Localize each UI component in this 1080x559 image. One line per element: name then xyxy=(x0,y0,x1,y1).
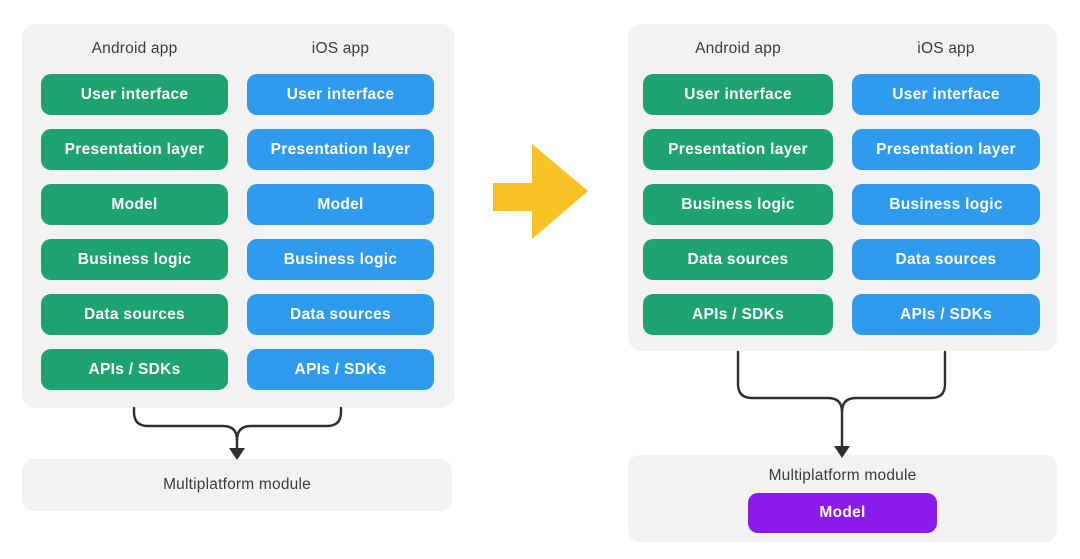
layer-chip: Data sources xyxy=(643,239,833,280)
after-multiplatform-module-label: Multiplatform module xyxy=(768,467,917,484)
before-multiplatform-module-box: Multiplatform module xyxy=(22,459,452,511)
before-merge-arrow-icon xyxy=(132,406,343,460)
layer-chip: User interface xyxy=(41,74,228,115)
layer-chip: Business logic xyxy=(852,184,1040,225)
before-android-column: Android app User interface Presentation … xyxy=(41,24,228,404)
after-android-column-title: Android app xyxy=(695,40,781,57)
after-ios-column-title: iOS app xyxy=(917,40,975,57)
layer-chip: Model xyxy=(247,184,434,225)
before-ios-column: iOS app User interface Presentation laye… xyxy=(247,24,434,404)
layer-chip: APIs / SDKs xyxy=(41,349,228,390)
layer-chip: User interface xyxy=(247,74,434,115)
layer-chip: Data sources xyxy=(41,294,228,335)
after-merge-arrow-icon xyxy=(736,350,947,458)
before-android-column-title: Android app xyxy=(91,40,178,57)
layer-chip: Business logic xyxy=(643,184,833,225)
layer-chip: Presentation layer xyxy=(247,129,434,170)
layer-chip: APIs / SDKs xyxy=(852,294,1040,335)
layer-chip: User interface xyxy=(643,74,833,115)
transform-right-arrow-icon xyxy=(493,144,588,239)
layer-chip: Presentation layer xyxy=(852,129,1040,170)
layer-chip: Presentation layer xyxy=(41,129,228,170)
before-ios-column-title: iOS app xyxy=(311,40,370,57)
layer-chip: APIs / SDKs xyxy=(643,294,833,335)
layer-chip: Data sources xyxy=(852,239,1040,280)
layer-chip: Data sources xyxy=(247,294,434,335)
layer-chip: Business logic xyxy=(247,239,434,280)
after-ios-column: iOS app User interface Presentation laye… xyxy=(852,24,1040,349)
layer-chip: Model xyxy=(41,184,228,225)
layer-chip: User interface xyxy=(852,74,1040,115)
shared-model-chip: Model xyxy=(748,493,937,533)
after-apps-panel: Android app User interface Presentation … xyxy=(628,24,1057,351)
layer-chip: Business logic xyxy=(41,239,228,280)
layer-chip: Presentation layer xyxy=(643,129,833,170)
before-apps-panel: Android app User interface Presentation … xyxy=(22,24,455,408)
before-multiplatform-module-label: Multiplatform module xyxy=(163,476,311,493)
after-android-column: Android app User interface Presentation … xyxy=(643,24,833,349)
after-multiplatform-module-box: Multiplatform module Model xyxy=(628,455,1057,542)
layer-chip: APIs / SDKs xyxy=(247,349,434,390)
